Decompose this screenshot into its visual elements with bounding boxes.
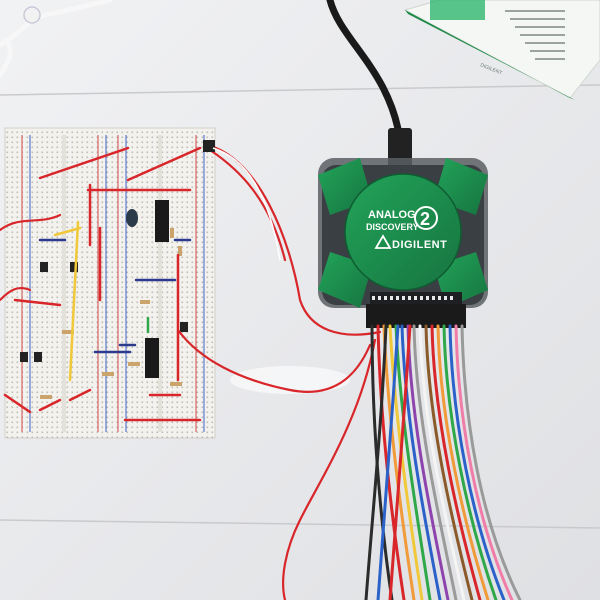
table-seams — [0, 84, 600, 529]
white-wire — [212, 147, 281, 261]
usb-cable — [326, 0, 404, 144]
device-brand: DIGILENT — [392, 239, 447, 251]
breadboard-components — [3, 146, 202, 422]
flywire-bundle — [364, 324, 522, 600]
table-glare — [230, 366, 350, 394]
device-title-line1: ANALOG — [368, 209, 416, 221]
analog-discovery-device: 2 ANALOG DISCOVERY DIGILENT — [318, 158, 488, 328]
white-cable — [0, 0, 113, 78]
breadboard — [4, 127, 216, 439]
device-title-line2: DISCOVERY — [366, 222, 419, 232]
digilent-logo-icon — [374, 234, 392, 249]
wire-header — [203, 140, 215, 152]
flywire-connector — [366, 304, 466, 328]
device-version: 2 — [420, 209, 430, 229]
info-card: DIGILENT — [403, 0, 600, 100]
cable-clip — [23, 6, 41, 24]
